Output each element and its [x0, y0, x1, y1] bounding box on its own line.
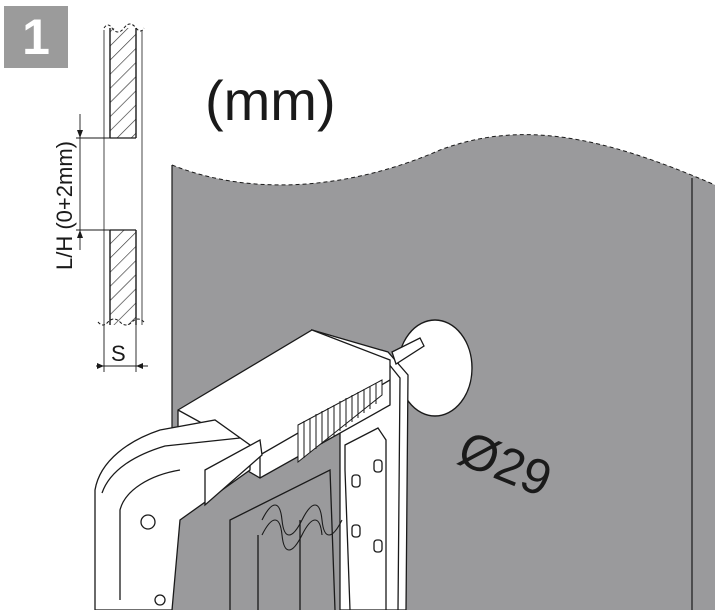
- units-label: (mm): [205, 69, 336, 132]
- panel-section-detail: [76, 23, 148, 372]
- panel-hole: [397, 319, 473, 417]
- step-number-badge: 1: [4, 6, 68, 68]
- spring: [261, 504, 343, 551]
- mounting-tab: [391, 337, 425, 365]
- mounting-clip: [344, 427, 387, 610]
- thickness-dimension-label: S: [111, 341, 126, 366]
- device: [94, 329, 425, 610]
- step-number: 1: [22, 9, 50, 65]
- cooling-fins: [297, 379, 383, 464]
- opening-dimension-label: L/H (0+2mm): [52, 141, 77, 270]
